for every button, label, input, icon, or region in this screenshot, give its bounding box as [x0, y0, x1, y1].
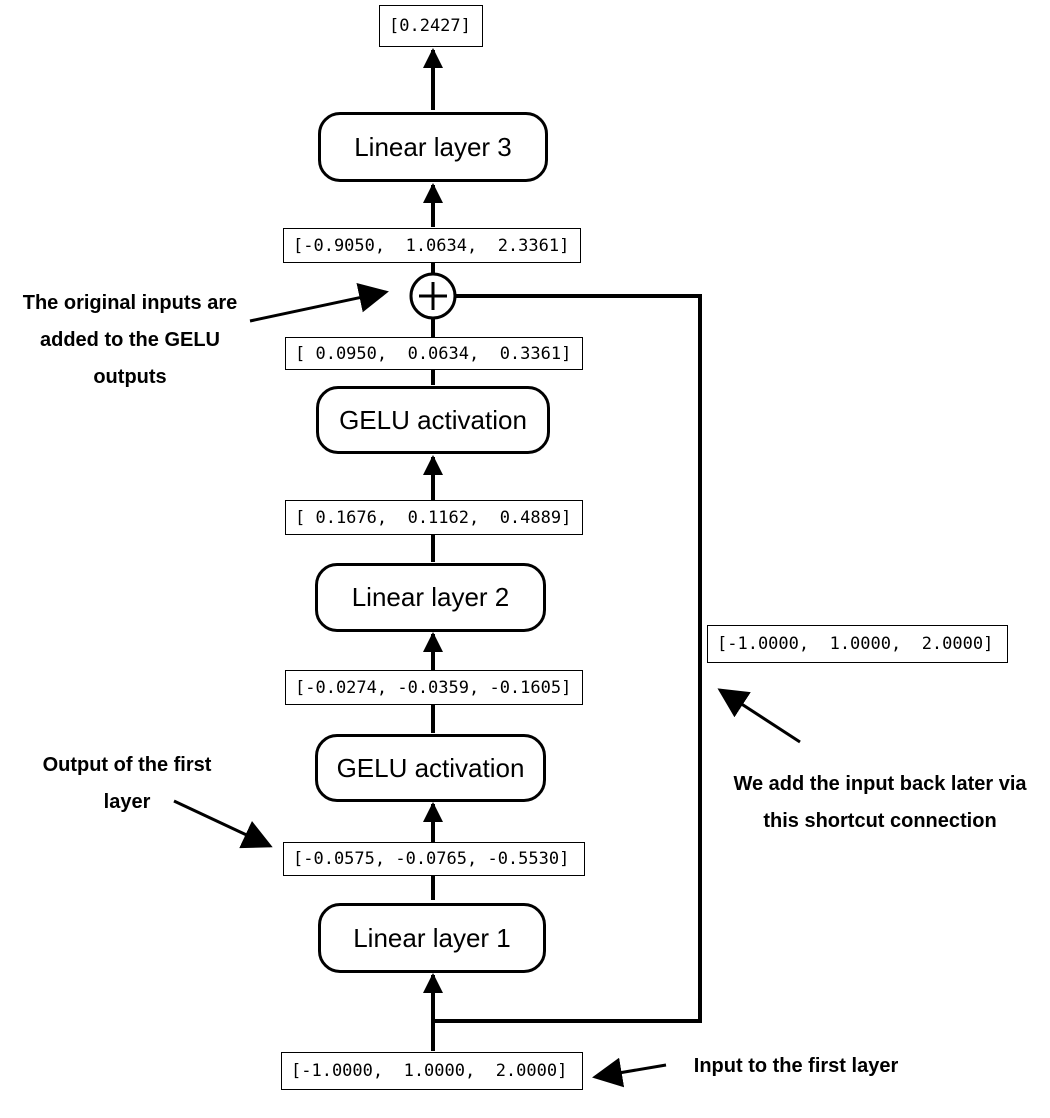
pointer-first-output: [173, 799, 273, 849]
output-vector: [0.2427]: [379, 5, 483, 47]
gelu1-output-vector: [-0.0274, -0.0359, -0.1605]: [285, 670, 583, 705]
linear-layer-3: Linear layer 3: [318, 112, 548, 182]
gelu-activation-2: GELU activation: [316, 386, 550, 454]
linear2-output-vector: [ 0.1676, 0.1162, 0.4889]: [285, 500, 583, 535]
annotation-shortcut: We add the input back later via this sho…: [733, 773, 1027, 832]
pointer-input: [592, 1057, 667, 1088]
pointer-shortcut: [717, 688, 801, 744]
add-node: [409, 272, 457, 320]
annotation-input-first-layer: Input to the first layer: [693, 1055, 899, 1077]
gelu-activation-1: GELU activation: [315, 734, 546, 802]
gelu2-output-vector: [ 0.0950, 0.0634, 0.3361]: [285, 337, 583, 370]
linear1-output-vector: [-0.0575, -0.0765, -0.5530]: [283, 842, 585, 876]
shortcut-path: [433, 294, 702, 1023]
annotation-first-output: Output of the first layer: [42, 754, 212, 813]
linear-layer-1: Linear layer 1: [318, 903, 546, 973]
input-vector: [-1.0000, 1.0000, 2.0000]: [281, 1052, 583, 1090]
shortcut-vector: [-1.0000, 1.0000, 2.0000]: [707, 625, 1008, 663]
sum-vector: [-0.9050, 1.0634, 2.3361]: [283, 228, 581, 263]
annotation-original-inputs: The original inputs are added to the GEL…: [22, 292, 238, 388]
linear-layer-2: Linear layer 2: [315, 563, 546, 632]
pointer-original-inputs: [249, 282, 389, 323]
